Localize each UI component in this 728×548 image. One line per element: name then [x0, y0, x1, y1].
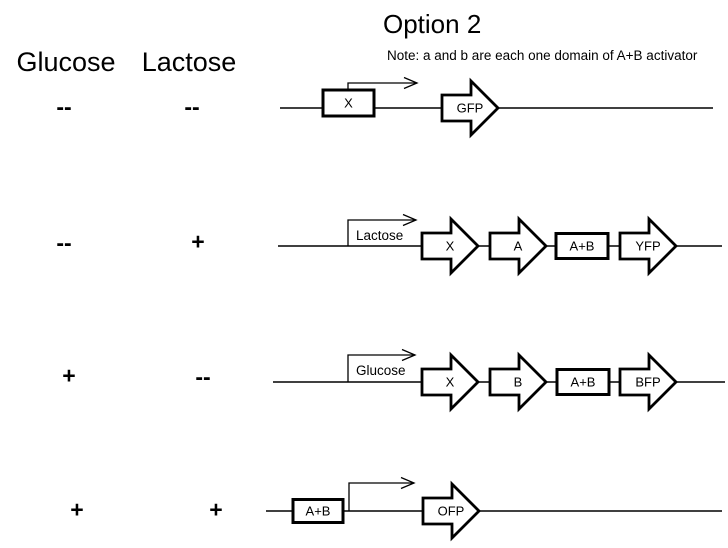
reporter-label: YFP	[635, 239, 660, 254]
row-3-circuit: Glucose X B A+B BFP	[273, 348, 725, 413]
reporter-label: BFP	[635, 375, 660, 390]
complex-label: A+B	[570, 239, 595, 254]
column-header-lactose: Lactose	[141, 47, 237, 77]
gene-arrow-a: A	[488, 215, 548, 277]
gene-box-label: X	[344, 96, 353, 111]
gene-arrow-yfp: YFP	[618, 215, 678, 277]
complex-label: A+B	[571, 375, 596, 390]
gene-label: X	[446, 375, 455, 390]
promoter-label: Glucose	[356, 363, 406, 378]
gene-arrow-ofp: OFP	[421, 480, 481, 542]
row-2-circuit: Lactose X A A+B YFP	[278, 213, 722, 277]
gene-arrow-bfp: BFP	[618, 351, 678, 413]
gene-label: X	[446, 239, 455, 254]
gene-arrow-gfp: GFP	[440, 77, 500, 139]
complex-label: A+B	[306, 504, 331, 519]
column-header-glucose: Glucose	[16, 47, 116, 77]
lactose-state-row-2: +	[191, 228, 205, 255]
glucose-state-row-1: --	[56, 93, 72, 120]
gene-label: B	[514, 375, 523, 390]
glucose-state-row-3: +	[62, 362, 76, 389]
glucose-state-row-2: --	[56, 229, 72, 256]
note-text: Note: a and b are each one domain of A+B…	[387, 48, 698, 63]
row-1-circuit: X GFP	[280, 76, 713, 139]
promoter-label: Lactose	[356, 228, 403, 243]
lactose-state-row-3: --	[195, 363, 211, 390]
gene-box-a-plus-b: A+B	[554, 232, 610, 260]
promoter-arrow	[347, 76, 419, 90]
gene-arrow-x: X	[420, 351, 480, 413]
promoter-arrow	[348, 476, 416, 511]
gene-arrow-x: X	[420, 215, 480, 277]
gene-box-a-plus-b: A+B	[555, 368, 611, 396]
reporter-label: OFP	[438, 504, 465, 519]
gene-label: A	[514, 239, 523, 254]
promoter-arrow-glucose: Glucose	[347, 348, 417, 382]
row-4-circuit: A+B OFP	[266, 476, 722, 542]
lactose-state-row-4: +	[209, 496, 223, 523]
reporter-label: GFP	[457, 101, 484, 116]
gene-box-x: X	[321, 88, 376, 118]
page-title: Option 2	[383, 9, 482, 39]
gene-arrow-b: B	[488, 351, 548, 413]
glucose-state-row-4: +	[70, 496, 84, 523]
gene-box-a-plus-b: A+B	[291, 498, 345, 524]
lactose-state-row-1: --	[184, 93, 200, 120]
promoter-arrow-lactose: Lactose	[347, 213, 418, 246]
